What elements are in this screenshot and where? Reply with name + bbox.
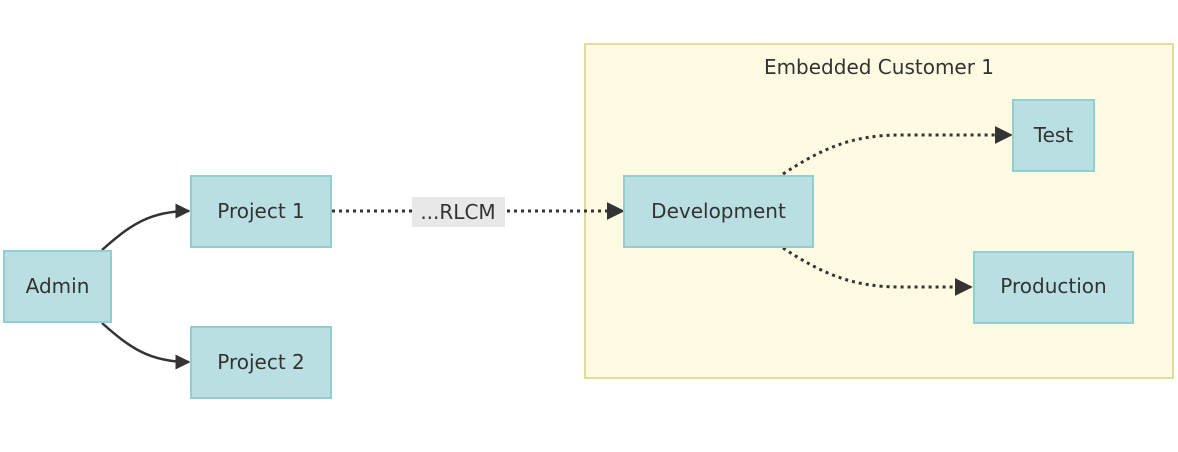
edge-admin-to-project-1 <box>101 203 191 251</box>
edge-admin-to-project-2 <box>101 322 191 370</box>
node-label: Admin <box>26 274 90 298</box>
node-test[interactable]: Test <box>1012 99 1095 172</box>
node-box[interactable] <box>190 175 332 248</box>
node-box[interactable] <box>623 175 814 248</box>
node-project-2[interactable]: Project 2 <box>190 326 332 399</box>
edge-development-to-production <box>782 246 973 296</box>
edge-label-text: ...RLCM <box>420 200 495 224</box>
node-production[interactable]: Production <box>973 251 1134 324</box>
node-label: Development <box>651 199 786 223</box>
edge-label-rlcm: ...RLCM <box>412 197 505 227</box>
nodes: Admin Project 1 Project 2 Development Te… <box>3 99 1134 399</box>
edge-label-background <box>412 197 505 227</box>
node-box[interactable] <box>1012 99 1095 172</box>
node-label: Production <box>1000 274 1106 298</box>
node-project-1[interactable]: Project 1 <box>190 175 332 248</box>
node-box[interactable] <box>190 326 332 399</box>
edges <box>101 126 1013 370</box>
node-label: Test <box>1033 123 1074 147</box>
node-label: Project 2 <box>217 350 305 374</box>
node-admin[interactable]: Admin <box>3 250 112 323</box>
node-development[interactable]: Development <box>623 175 814 248</box>
node-box[interactable] <box>3 250 112 323</box>
node-box[interactable] <box>973 251 1134 324</box>
edge-development-to-test <box>782 126 1013 176</box>
cluster-label: Embedded Customer 1 <box>764 55 994 79</box>
node-label: Project 1 <box>217 199 305 223</box>
